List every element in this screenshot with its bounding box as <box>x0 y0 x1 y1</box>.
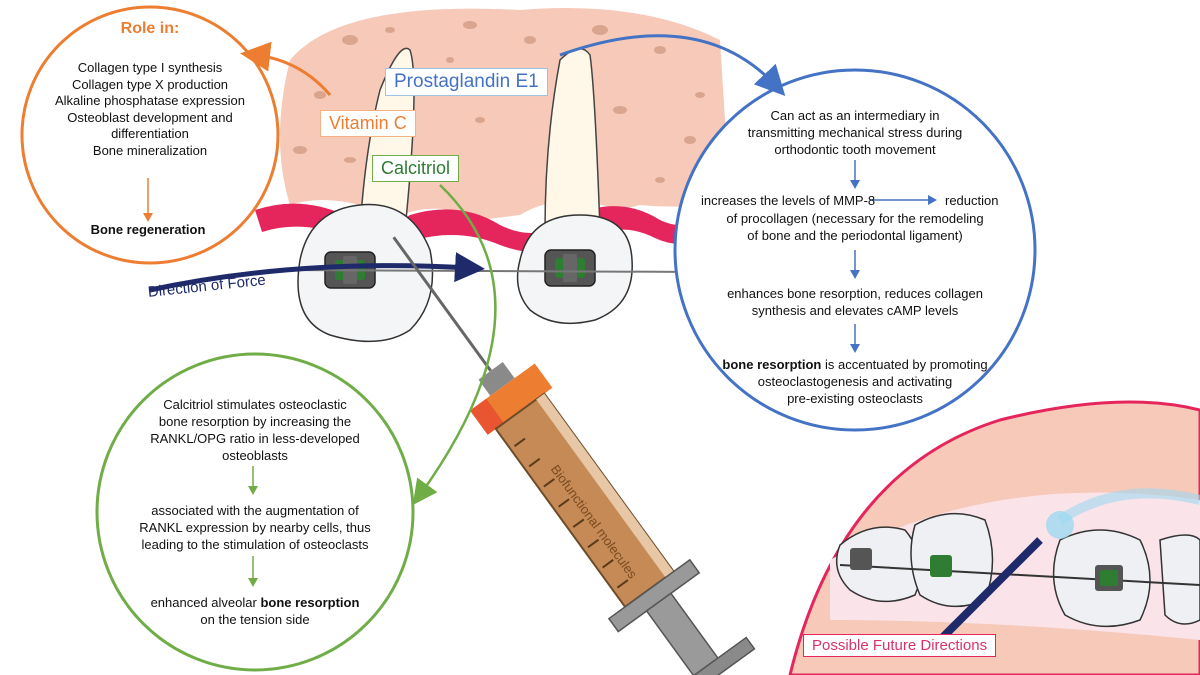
calcitriol-down-arrows <box>248 466 258 587</box>
vitamin-c-role: Bone mineralization <box>92 142 208 158</box>
prostaglandin-label: Prostaglandin E1 <box>385 68 548 96</box>
mouth-illustration <box>788 400 1200 675</box>
text-line: synthesis and elevates cAMP levels <box>751 303 959 318</box>
vitamin-c-title: Role in: <box>120 20 180 37</box>
vitamin-c-down-arrow <box>143 178 153 222</box>
syringe <box>392 236 756 675</box>
text-line: bone resorption is accentuated by promot… <box>690 356 1020 373</box>
prostaglandin-step-2c: of procollagen (necessary for the remode… <box>690 210 1020 244</box>
prostaglandin-connector <box>559 34 786 96</box>
prostaglandin-down-arrows <box>850 160 937 353</box>
vitamin-c-result: Bone regeneration <box>90 222 206 237</box>
text-line: orthodontic tooth movement <box>774 142 936 157</box>
vitamin-c-role: Alkaline phosphatase expression <box>54 93 246 108</box>
vitamin-c-connector <box>240 41 332 96</box>
vitamin-c-circle <box>20 5 280 265</box>
prostaglandin-step-2b: reduction <box>945 193 999 208</box>
bold-text: bone resorption <box>260 595 360 610</box>
vitamin-c-role: Collagen type I synthesis <box>77 60 223 75</box>
prostaglandin-step-4: bone resorption is accentuated by promot… <box>690 356 1020 407</box>
calcitriol-step-3: enhanced alveolar bone resorption on the… <box>105 594 405 628</box>
text-line: Can act as an intermediary in <box>770 108 940 123</box>
text-span: enhanced alveolar <box>150 595 257 610</box>
bracket-right <box>544 249 596 287</box>
text-line: associated with the augmentation of <box>151 503 359 518</box>
text-line: osteoblasts <box>222 448 288 463</box>
calcitriol-circle <box>95 352 415 672</box>
text-line: enhances bone resorption, reduces collag… <box>727 286 983 301</box>
calcitriol-label: Calcitriol <box>372 155 460 182</box>
calcitriol-step-2: associated with the augmentation of RANK… <box>105 502 405 553</box>
text-line: on the tension side <box>200 612 310 627</box>
vitamin-c-role: Collagen type X production <box>71 76 229 92</box>
text-line: transmitting mechanical stress during <box>747 125 963 140</box>
bold-text: bone resorption <box>722 357 822 372</box>
text-line: of procollagen (necessary for the remode… <box>726 211 984 226</box>
text-line: enhanced alveolar bone resorption <box>105 594 405 611</box>
future-directions-label: Possible Future Directions <box>803 634 997 657</box>
prostaglandin-step-3: enhances bone resorption, reduces collag… <box>690 285 1020 319</box>
text-line: leading to the stimulation of osteoclast… <box>141 537 369 552</box>
text-line: RANKL expression by nearby cells, thus <box>139 520 371 535</box>
text-line: of bone and the periodontal ligament) <box>747 228 963 243</box>
prostaglandin-step-2a: increases the levels of MMP-8 <box>701 193 876 208</box>
vitamin-c-label: Vitamin C <box>320 110 416 137</box>
text-line: pre-existing osteoclasts <box>787 391 923 406</box>
vitamin-c-roles: Collagen type I synthesis Collagen type … <box>30 60 270 159</box>
calcitriol-step-1: Calcitriol stimulates osteoclastic bone … <box>115 396 395 464</box>
force-arrow <box>149 252 485 293</box>
text-line: osteoclastogenesis and activating <box>757 374 953 389</box>
text-line: bone resorption by increasing the <box>158 414 352 429</box>
prostaglandin-step-1: Can act as an intermediary in transmitti… <box>715 107 995 158</box>
text-line: Calcitriol stimulates osteoclastic <box>163 397 347 412</box>
vitamin-c-role: differentiation <box>111 126 189 141</box>
archwire <box>289 269 701 273</box>
calcitriol-connector <box>412 184 497 506</box>
text-line: RANKL/OPG ratio in less-developed <box>150 431 360 446</box>
vitamin-c-role: Osteoblast development and <box>67 109 233 125</box>
text-span: is accentuated by promoting <box>824 357 988 372</box>
